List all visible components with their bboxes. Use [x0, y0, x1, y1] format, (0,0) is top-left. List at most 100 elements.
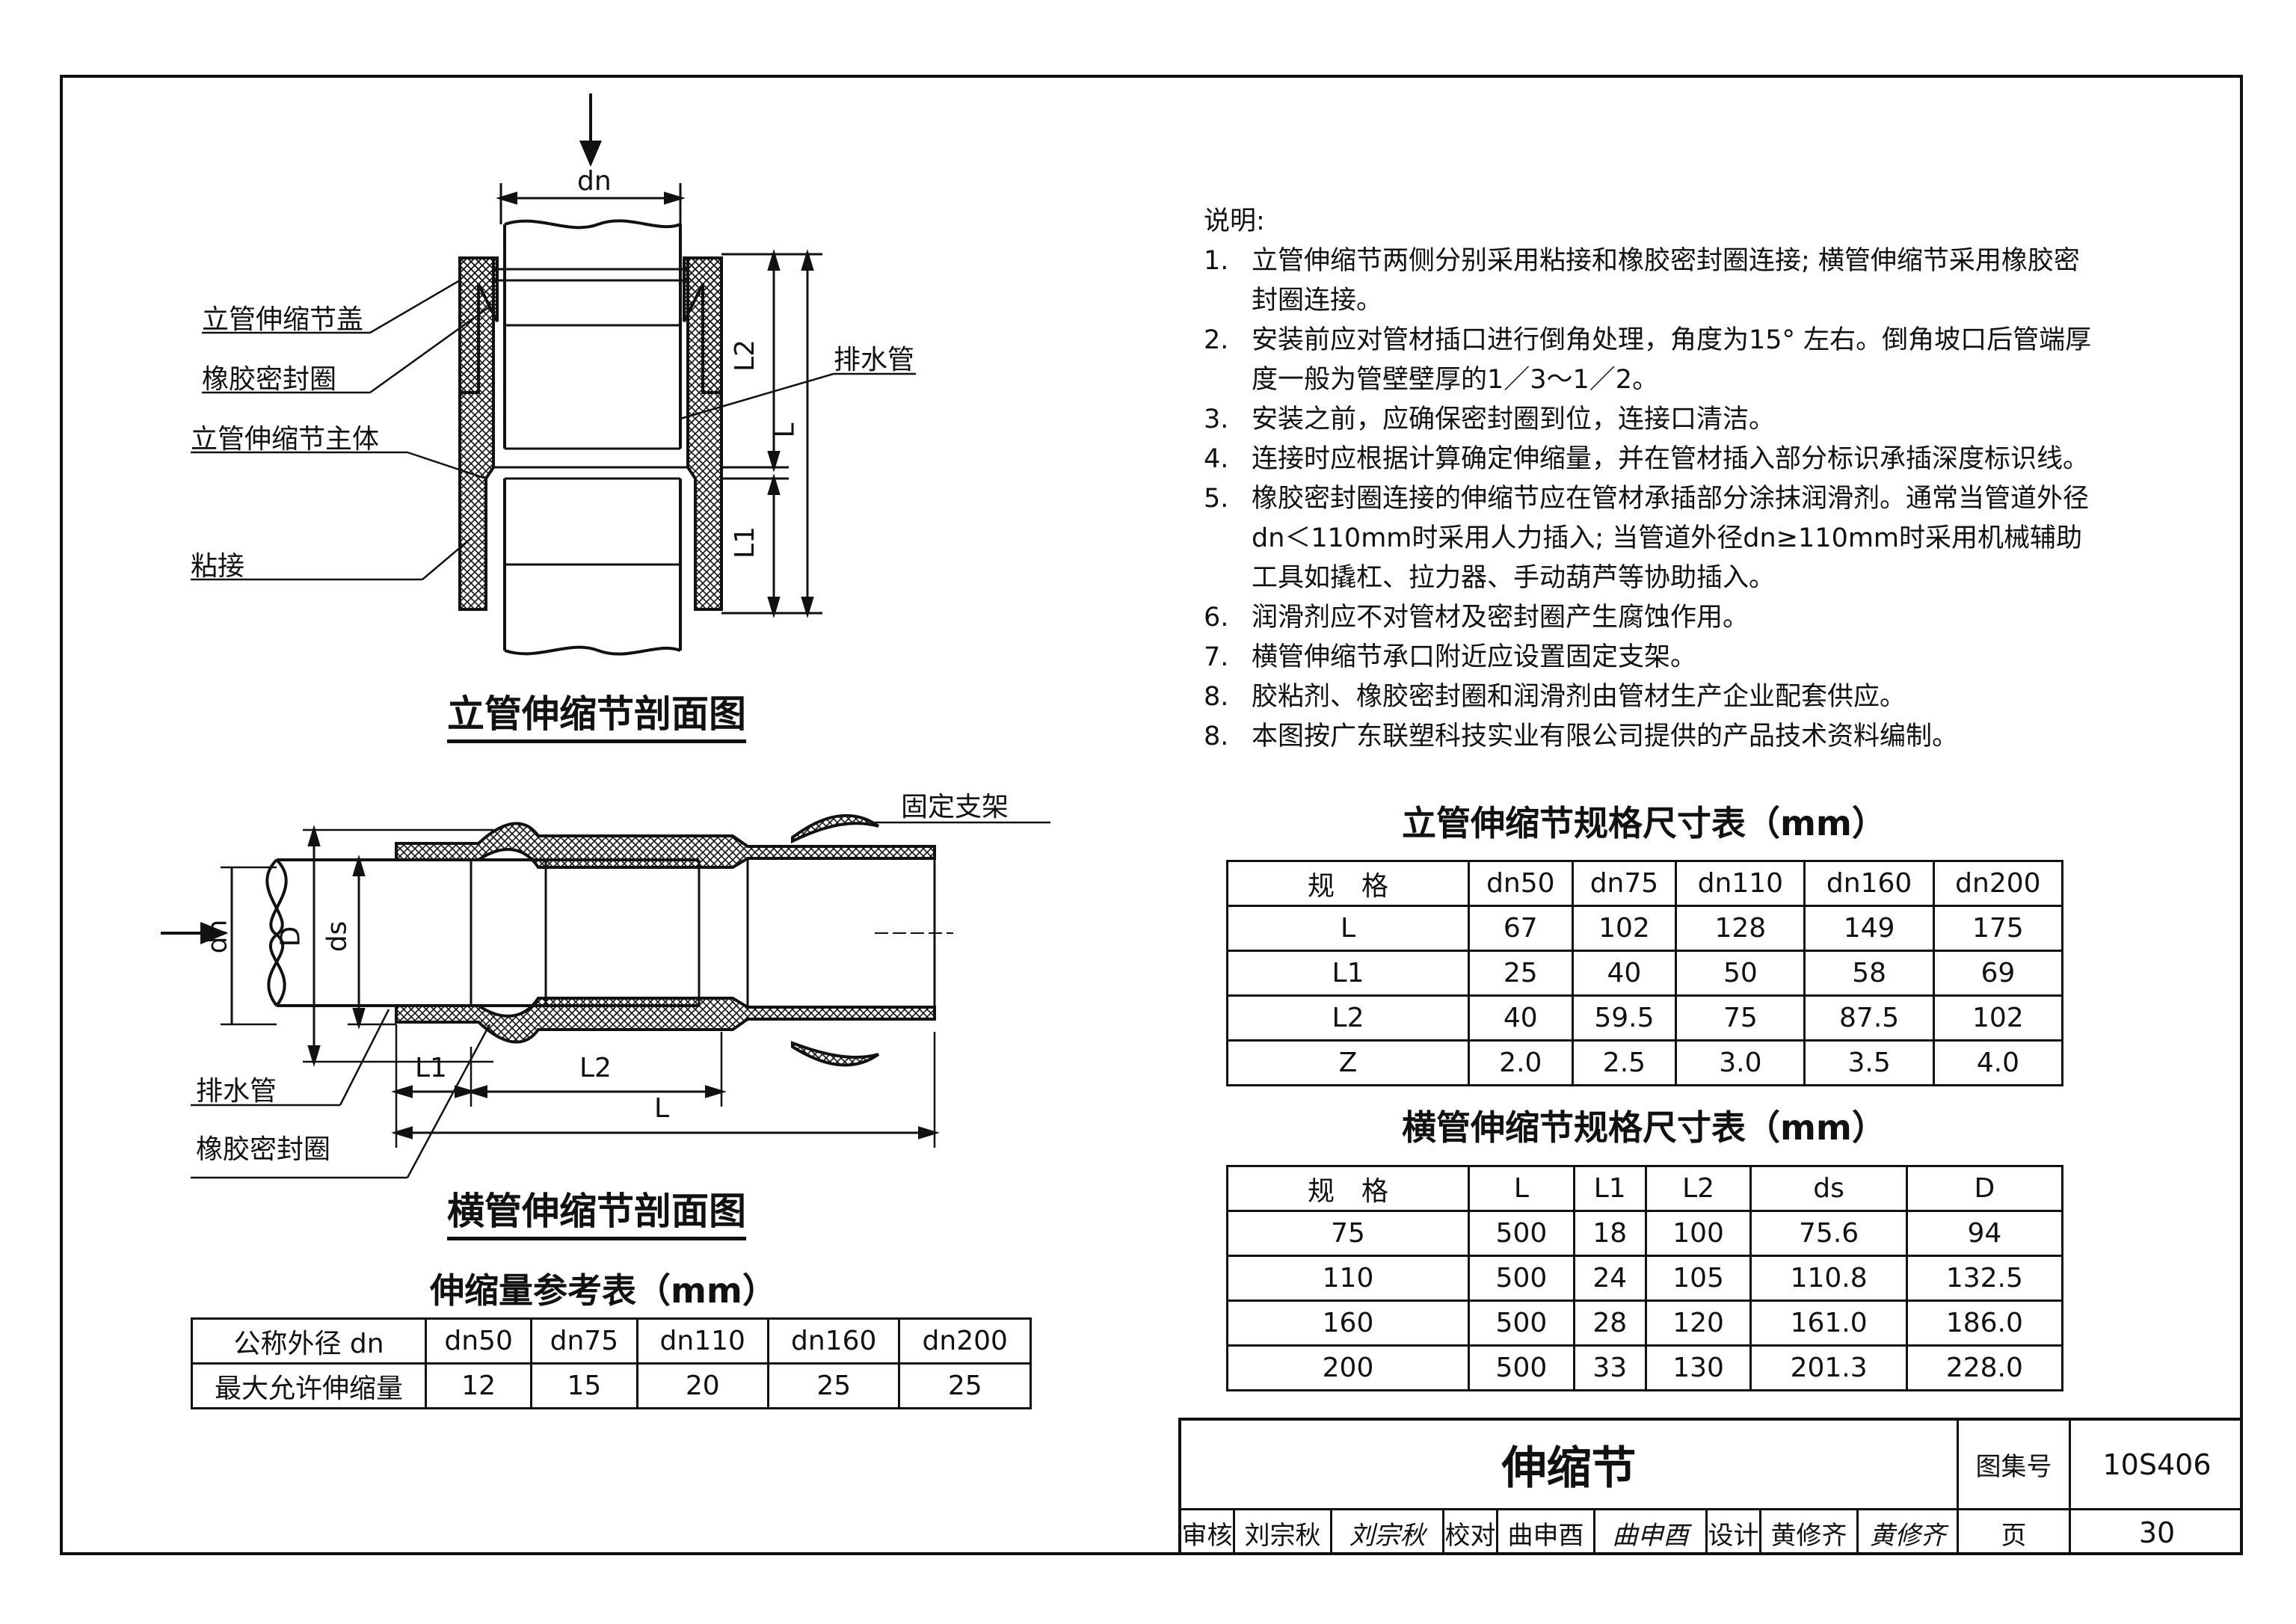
table-cell: 110.8 — [1749, 1255, 1908, 1302]
label-support: 固定支架 — [901, 792, 1009, 822]
table-cell: 200 — [1226, 1344, 1470, 1391]
label-seal-vertical: 橡胶密封圈 — [202, 364, 337, 395]
table-cell: 160 — [1226, 1299, 1470, 1347]
note-item: 4.连接时应根据计算确定伸缩量，并在管材插入部分标识承插深度标识线。 — [1204, 440, 2101, 479]
table-cell: dn160 — [766, 1317, 901, 1365]
note-text: 立管伸缩节两侧分别采用粘接和橡胶密封圈连接; 横管伸缩节采用橡胶密封圈连接。 — [1252, 246, 2080, 316]
table-cell: 18 — [1572, 1210, 1647, 1257]
table-cell: 102 — [1571, 905, 1678, 952]
table-cell: 3.0 — [1675, 1039, 1806, 1086]
table-cell: dn75 — [530, 1317, 638, 1365]
horizontal-table-title: 横管伸缩节规格尺寸表（mm） — [1402, 1107, 1886, 1148]
note-number: 8. — [1204, 682, 1229, 712]
note-item: 6.润滑剂应不对管材及密封圈产生腐蚀作用。 — [1204, 598, 2101, 638]
table-cell: 75 — [1675, 994, 1806, 1042]
vertical-section-title: 立管伸缩节剖面图 — [447, 684, 746, 743]
table-cell: L2 — [1644, 1165, 1752, 1212]
table-row: 公称外径 dn dn50 dn75 dn110 dn160 dn200 — [191, 1317, 1032, 1365]
note-text: 本图按广东联塑科技实业有限公司提供的产品技术资料编制。 — [1252, 722, 1959, 751]
table-cell: dn200 — [1932, 860, 2064, 907]
table-cell: 28 — [1572, 1299, 1647, 1347]
table-cell: 500 — [1468, 1344, 1575, 1391]
table-cell: 149 — [1803, 905, 1935, 952]
table-cell: 186.0 — [1905, 1299, 2064, 1347]
table-cell: dn50 — [424, 1317, 533, 1365]
note-text: 横管伸缩节承口附近应设置固定支架。 — [1252, 642, 1697, 672]
note-text: 胶粘剂、橡胶密封圈和润滑剂由管材生产企业配套供应。 — [1252, 682, 1906, 712]
table-cell: 2.5 — [1571, 1039, 1678, 1086]
table-cell: 40 — [1571, 950, 1678, 997]
table-cell: 33 — [1572, 1344, 1647, 1391]
table-cell: 69 — [1932, 950, 2064, 997]
table-cell: L2 — [1226, 994, 1470, 1042]
table-cell: 公称外径 dn — [191, 1317, 427, 1365]
table-cell: 12 — [424, 1362, 533, 1409]
dim-l1-horizontal: L1 — [415, 1053, 447, 1083]
table-cell: L — [1468, 1165, 1575, 1212]
drawing-name: 伸缩节 — [1181, 1421, 1959, 1510]
table-cell: L1 — [1226, 950, 1470, 997]
table-cell: 3.5 — [1803, 1039, 1935, 1086]
dim-dn-vertical: dn — [577, 166, 612, 197]
notes-heading: 说明: — [1204, 206, 1265, 236]
atlas-label: 图集号 — [1959, 1421, 2071, 1510]
dim-l1-vertical: L1 — [729, 526, 760, 559]
table-cell: 175 — [1932, 905, 2064, 952]
table-cell: dn110 — [1675, 860, 1806, 907]
table-cell: 50 — [1675, 950, 1806, 997]
checker-signature: 曲申酉 — [1595, 1510, 1708, 1555]
table-cell: dn75 — [1571, 860, 1678, 907]
table-cell: 110 — [1226, 1255, 1470, 1302]
table-cell: 40 — [1468, 994, 1574, 1042]
expansion-table: 公称外径 dn dn50 dn75 dn110 dn160 dn200 最大允许… — [191, 1317, 1032, 1409]
table-cell: 25 — [766, 1362, 901, 1409]
label-glue: 粘接 — [191, 551, 245, 582]
review-label: 审核 — [1181, 1510, 1235, 1555]
atlas-number: 10S406 — [2071, 1421, 2243, 1510]
table-cell: 4.0 — [1932, 1039, 2064, 1086]
table-cell: 130 — [1644, 1344, 1752, 1391]
horizontal-joint-drawing — [161, 813, 1050, 1179]
note-number: 1. — [1204, 246, 1229, 276]
reviewer-name: 刘宗秋 — [1235, 1510, 1332, 1555]
dim-ds-horizontal: ds — [321, 920, 353, 953]
label-cover: 立管伸缩节盖 — [202, 304, 364, 335]
note-text: 润滑剂应不对管材及密封圈产生腐蚀作用。 — [1252, 603, 1749, 633]
note-number: 5. — [1204, 484, 1229, 514]
dim-l2-vertical: L2 — [729, 339, 760, 372]
vertical-joint-drawing — [191, 93, 916, 656]
table-cell: 59.5 — [1571, 994, 1678, 1042]
dim-dn-horizontal: dn — [202, 919, 233, 954]
page-number: 30 — [2138, 1516, 2176, 1549]
label-seal-horizontal: 橡胶密封圈 — [196, 1134, 331, 1165]
table-cell: 规 格 — [1226, 1165, 1470, 1212]
horizontal-section-title: 横管伸缩节剖面图 — [447, 1181, 746, 1240]
table-cell: 94 — [1905, 1210, 2064, 1257]
table-cell: L — [1226, 905, 1470, 952]
table-cell: 75 — [1226, 1210, 1470, 1257]
label-pipe-vertical: 排水管 — [834, 345, 915, 375]
table-cell: dn200 — [898, 1317, 1032, 1365]
table-cell: 132.5 — [1905, 1255, 2064, 1302]
drawing-frame — [60, 75, 2243, 1555]
table-cell: 100 — [1644, 1210, 1752, 1257]
note-number: 7. — [1204, 642, 1229, 672]
table-cell: 500 — [1468, 1299, 1575, 1347]
designer-name: 黄修齐 — [1761, 1510, 1859, 1555]
table-cell: 105 — [1644, 1255, 1752, 1302]
table-cell: Z — [1226, 1039, 1470, 1086]
notes-list: 1. 立管伸缩节两侧分别采用粘接和橡胶密封圈连接; 横管伸缩节采用橡胶密封圈连接。… — [1204, 242, 2101, 757]
checker-name: 曲申酉 — [1498, 1510, 1595, 1555]
table-cell: ds — [1749, 1165, 1908, 1212]
notes: 说明: 1. 立管伸缩节两侧分别采用粘接和橡胶密封圈连接; 横管伸缩节采用橡胶密封… — [1204, 202, 2101, 757]
table-cell: 201.3 — [1749, 1344, 1908, 1391]
